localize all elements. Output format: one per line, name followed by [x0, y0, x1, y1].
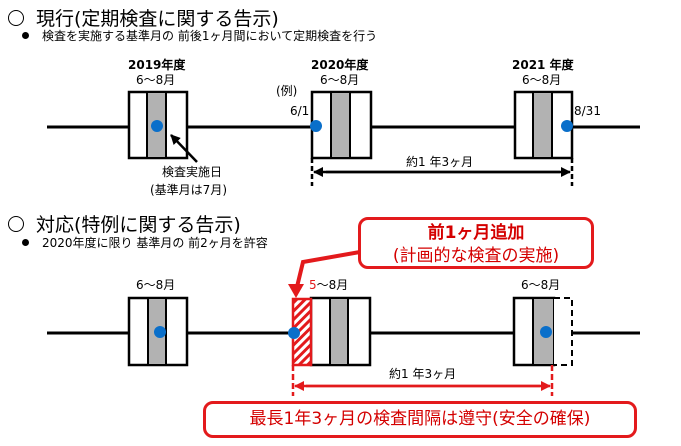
months-label-special-1: 6〜8月 [136, 278, 176, 292]
callout-add-month: 前1ヶ月追加 (計画的な検査の実施) [358, 217, 594, 269]
section-special-heading-text: 対応(特例に関する告示) [36, 214, 241, 236]
callout-add-month-line2: (計画的な検査の実施) [392, 246, 560, 266]
inspection-dot-2020-start [310, 120, 322, 132]
section-current-bullet-text: 検査を実施する基準月の 前後1ヶ月間において定期検査を行う [42, 29, 378, 43]
months-label-special-3: 6〜8月 [521, 278, 561, 292]
year-label-2021: 2021 年度 [512, 58, 574, 72]
section-current-bullet: 検査を実施する基準月の 前後1ヶ月間において定期検査を行う [22, 27, 377, 44]
start-date-label: 6/1 [290, 104, 310, 118]
section-special-bullet-text: 2020年度に限り 基準月の 前2ヶ月を許容 [42, 236, 268, 250]
inspection-day-label: 検査実施日 [162, 165, 223, 179]
months-label-special-2: 5〜8月 [309, 276, 348, 293]
inspection-dot-2021-end [561, 120, 573, 132]
example-label: (例) [276, 84, 298, 98]
bullet-dot-icon [22, 239, 29, 246]
period-box-2019 [127, 90, 189, 160]
section-current-heading: 現行(定期検査に関する告示) [8, 4, 279, 31]
inspection-dot-2019 [151, 120, 163, 132]
section-current-heading-text: 現行(定期検査に関する告示) [36, 8, 279, 30]
callout-interval-compliance: 最長1年3ヶ月の検査間隔は遵守(安全の確保) [203, 401, 637, 438]
base-month-note: (基準月は7月) [150, 183, 227, 197]
months-label-2019: 6〜8月 [136, 73, 176, 87]
circle-bullet-icon [8, 10, 24, 26]
period-box-special-3 [512, 296, 640, 367]
removed-month-dashed [554, 297, 573, 366]
year-label-2020: 2020年度 [311, 58, 369, 72]
inspection-dot-special-3 [540, 326, 552, 338]
inspection-day-pointer-arrow [170, 134, 198, 163]
interval-label-special: 約1 年3ヶ月 [389, 367, 457, 381]
callout-pointer-arrowhead [288, 284, 304, 298]
section-special-heading: 対応(特例に関する告示) [8, 210, 241, 237]
months-prefix-red: 5 [309, 278, 317, 292]
end-date-label: 8/31 [574, 104, 601, 118]
circle-bullet-icon [8, 216, 24, 232]
section-special-bullet: 2020年度に限り 基準月の 前2ヶ月を許容 [22, 234, 268, 251]
bullet-dot-icon [22, 32, 29, 39]
callout-pointer-line [294, 250, 361, 292]
inspection-dot-special-1 [154, 326, 166, 338]
period-box-2020 [310, 90, 373, 160]
months-label-2020: 6〜8月 [320, 73, 360, 87]
months-rest: 〜8月 [316, 278, 349, 292]
months-label-2021: 6〜8月 [522, 73, 562, 87]
callout-add-month-line1: 前1ヶ月追加 [427, 223, 525, 243]
interval-label-current: 約1 年3ヶ月 [406, 155, 474, 169]
inspection-dot-special-2 [288, 327, 300, 339]
year-label-2019: 2019年度 [128, 58, 186, 72]
callout-interval-compliance-text: 最長1年3ヶ月の検査間隔は遵守(安全の確保) [249, 409, 591, 429]
period-box-special-2 [309, 296, 372, 367]
